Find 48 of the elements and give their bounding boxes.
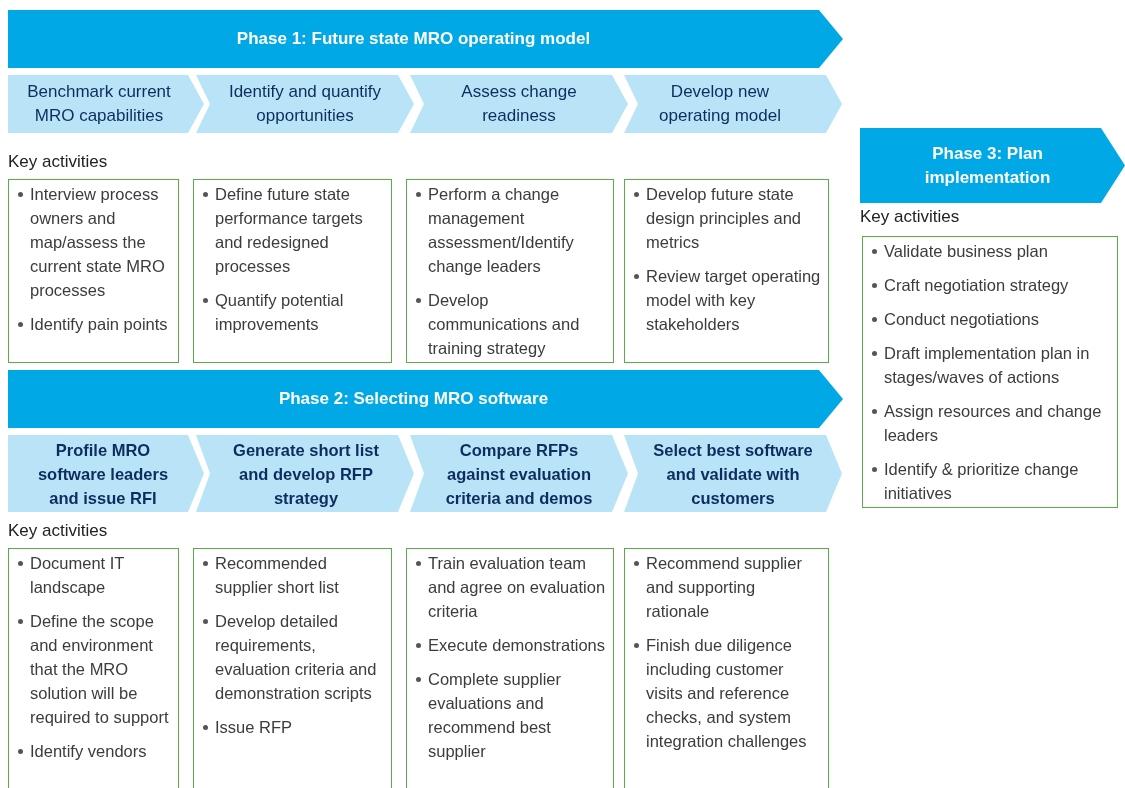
bullet-text: Identify pain points — [30, 315, 168, 333]
bullet-text: Draft implementation plan in stages/waves of actions — [884, 344, 1090, 386]
phase-banner: Phase 1: Future state MRO operating model — [8, 10, 843, 68]
process-step: Identify and quantify opportunities — [196, 75, 414, 133]
bullet-text: Finish due diligence including customer visits and reference checks, and system integration challenges — [646, 636, 807, 750]
process-step: Assess change readiness — [410, 75, 628, 133]
bullet-text: Craft negotiation strategy — [884, 276, 1069, 294]
bullet-text: Recommended supplier short list — [215, 554, 339, 596]
bullet-text: Document IT landscape — [30, 554, 125, 596]
process-step: Develop new operating model — [624, 75, 842, 133]
process-step: Generate short list and develop RFP strategy — [196, 435, 414, 512]
activity-box — [624, 179, 829, 363]
bullet-text: Define the scope and environment that the MRO solution will be required to support — [30, 612, 169, 726]
process-step: Profile MRO software leaders and issue RFI — [8, 435, 204, 512]
bullet-text: Develop detailed requirements, evaluation criteria and demonstration scripts — [215, 612, 377, 702]
bullet-text: Train evaluation team and agree on evaluation criteria — [428, 554, 606, 620]
bullet-text: Develop communications and training strategy — [428, 291, 580, 357]
phase-banner: Phase 2: Selecting MRO software — [8, 370, 843, 428]
bullet-text: Recommend supplier and supporting rationale — [646, 554, 802, 620]
section-heading: Key activities — [8, 152, 108, 172]
activity-box — [406, 179, 614, 363]
activity-box — [193, 179, 392, 363]
section-heading: Key activities — [8, 521, 108, 541]
bullet-text: Develop future state design principles and metrics — [646, 185, 802, 251]
activity-box — [8, 548, 179, 788]
bullet-text: Review target operating model with key stakeholders — [646, 267, 821, 333]
bullet-text: Interview process owners and map/assess the current state MRO processes — [30, 185, 165, 299]
bullet-text: Complete supplier evaluations and recommend best supplier — [428, 670, 561, 760]
bullet-text: Assign resources and change leaders — [884, 402, 1102, 444]
activity-box — [862, 236, 1118, 508]
activity-box — [193, 548, 392, 788]
bullet-text: Quantify potential improvements — [215, 291, 344, 333]
bullet-text: Perform a change management assessment/Identify change leaders — [428, 185, 574, 275]
section-heading: Key activities — [860, 207, 960, 227]
activity-box — [624, 548, 829, 788]
phase-banner: Phase 3: Plan implementation — [860, 128, 1125, 203]
process-step: Select best software and validate with customers — [624, 435, 842, 512]
bullet-text: Execute demonstrations — [428, 636, 605, 654]
process-step: Benchmark current MRO capabilities — [8, 75, 204, 133]
bullet-text: Validate business plan — [884, 242, 1048, 260]
bullet-text: Issue RFP — [215, 718, 293, 736]
activity-box — [406, 548, 614, 788]
bullet-text: Conduct negotiations — [884, 310, 1040, 328]
bullet-text: Identify & prioritize change initiatives — [884, 460, 1079, 502]
activity-box — [8, 179, 179, 363]
process-step: Compare RFPs against evaluation criteria and demos — [410, 435, 628, 512]
bullet-text: Define future state performance targets and redesigned processes — [215, 185, 363, 275]
bullet-text: Identify vendors — [30, 742, 147, 760]
